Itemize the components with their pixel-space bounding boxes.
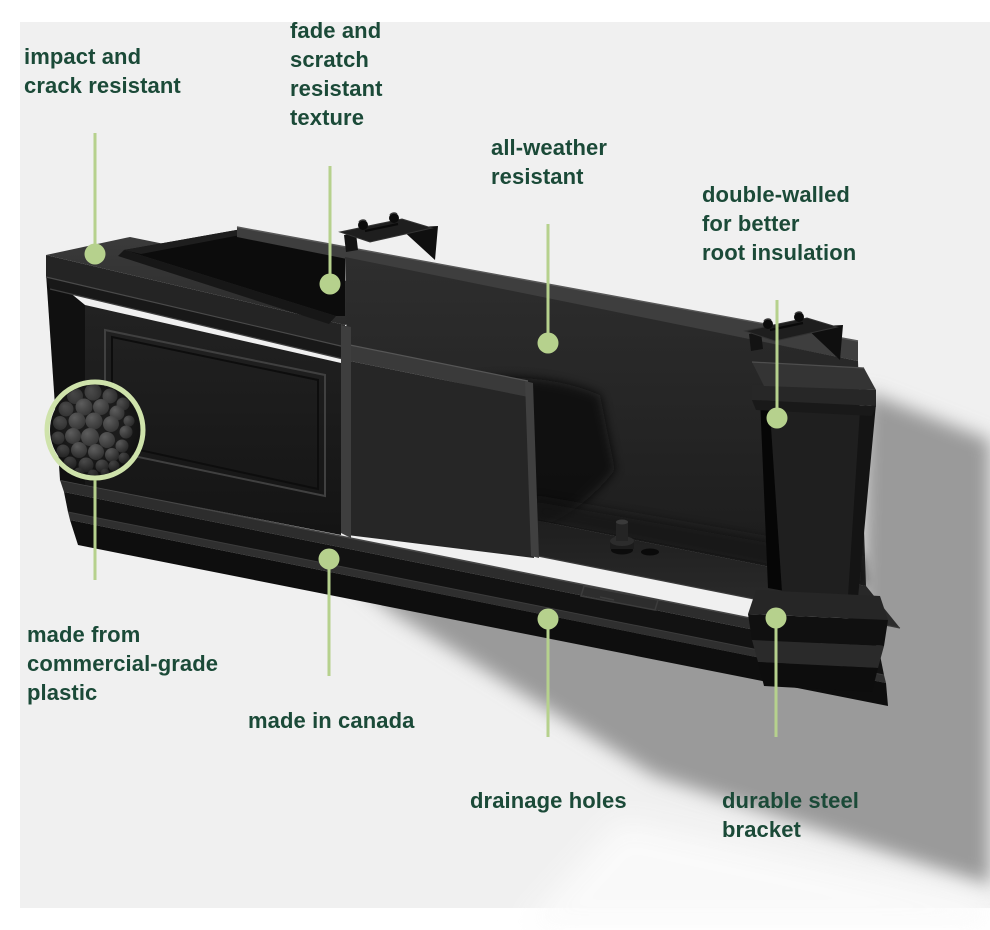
label-durable-steel-bracket: durable steel bracket (722, 788, 860, 842)
planter-opening (118, 229, 345, 324)
label-drainage-holes: drainage holes (470, 788, 627, 813)
label-all-weather-resistant: all-weather resistant (491, 135, 608, 189)
planter-base (59, 479, 888, 706)
label-fade-scratch-resistant: fade and scratch resistant texture (290, 18, 383, 130)
inset-ring (44, 379, 146, 481)
cut-edge (341, 325, 351, 538)
texture-zoom-inset (44, 379, 146, 481)
planter (45, 212, 901, 706)
label-commercial-grade-plastic: made from commercial-grade plastic (27, 622, 219, 705)
label-double-walled: double-walled for better root insulation (702, 182, 857, 265)
leader-dots (84, 243, 788, 630)
end-pillar (748, 361, 888, 692)
plastic-pellets-icon (50, 385, 140, 475)
steel-bracket-1 (338, 212, 438, 260)
drainage-slot (580, 585, 659, 611)
label-made-in-canada: made in canada (248, 708, 415, 733)
leader-lines (93, 133, 779, 737)
lit-floor-wedge (520, 820, 990, 930)
inner-liner-wall (344, 343, 539, 558)
drainage-plug (610, 519, 659, 556)
label-impact-crack-resistant: impact and crack resistant (24, 44, 181, 98)
